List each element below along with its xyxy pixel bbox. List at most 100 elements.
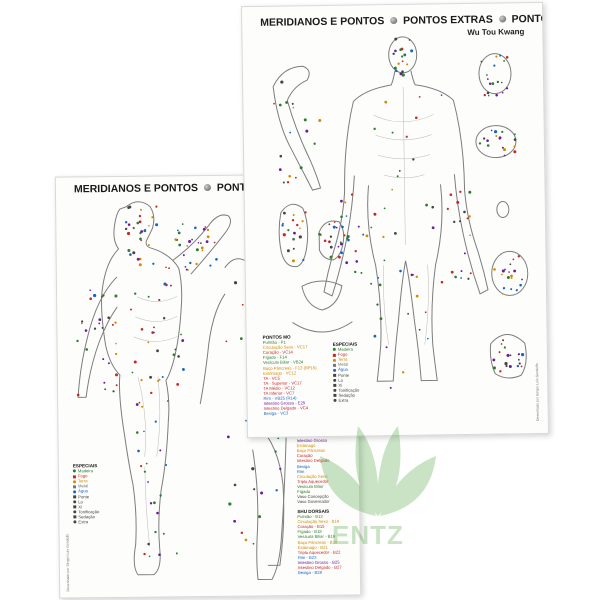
legend-symbol-icon — [333, 368, 337, 372]
acupoint-dot — [156, 511, 159, 515]
acupoint-dot — [412, 158, 415, 161]
acupoint-dot — [104, 388, 107, 391]
acupoint-dot — [172, 353, 176, 357]
acupoint-dot — [200, 242, 202, 245]
acupoint-dot — [165, 266, 167, 269]
acupoint-dot — [350, 193, 354, 196]
acupoint-dot — [159, 494, 162, 497]
acupoint-dot — [126, 231, 131, 236]
acupoint-dot — [508, 271, 510, 273]
acupoint-dot — [153, 331, 155, 334]
acupoint-dot — [383, 207, 386, 210]
acupoint-dot — [115, 384, 118, 387]
acupoint-dot — [76, 393, 80, 397]
acupoint-dot — [182, 368, 185, 371]
acupoint-dot — [410, 273, 414, 277]
acupoint-dot — [503, 154, 506, 157]
acupoint-dot — [163, 282, 167, 286]
acupoint-dot — [469, 272, 472, 275]
acupoint-dot — [469, 234, 471, 237]
acupoint-dot — [516, 364, 520, 368]
acupoint-dot — [107, 316, 110, 320]
acupoint-dot — [500, 81, 503, 84]
acupoint-dot — [401, 60, 404, 63]
acupoint-dot — [519, 283, 522, 287]
legend-symbol-icon — [333, 383, 337, 388]
acupoint-dot — [195, 248, 199, 252]
acupoint-dot — [93, 293, 97, 298]
muscle-lines — [373, 86, 434, 346]
acupoint-dot — [81, 320, 84, 323]
acupoint-dot — [410, 49, 414, 53]
legend-symbol-icon — [72, 480, 77, 484]
acupoint-dot — [440, 94, 443, 97]
acupoint-dot — [132, 226, 135, 230]
acupoint-dot — [140, 327, 144, 331]
acupoint-dot — [185, 268, 188, 271]
acupoint-dot — [129, 253, 132, 256]
acupoint-dot — [158, 378, 161, 381]
legend-item: Bexiga - VC3 — [264, 411, 318, 417]
acupoint-dot — [323, 239, 327, 243]
acupoint-dot — [138, 257, 142, 261]
acupoint-dot — [93, 327, 97, 330]
acupoint-dot — [510, 288, 513, 291]
front-poster: MERIDIANOS E PONTOS PONTOS EXTRAS PONTOS… — [240, 1, 550, 439]
acupoint-dot — [454, 275, 457, 279]
acupoint-dot — [301, 220, 304, 223]
acupoint-dot — [467, 277, 470, 280]
acupoint-dot — [406, 63, 409, 66]
acupoint-dot — [89, 289, 91, 292]
acupoint-dot — [129, 308, 132, 311]
acupoint-dot — [373, 127, 376, 131]
acupoint-dot — [165, 464, 168, 467]
acupoint-dot — [424, 311, 427, 314]
acupoint-dot — [440, 280, 444, 284]
acupoint-dot — [495, 134, 498, 137]
acupoint-dot — [197, 241, 200, 244]
acupoint-dot — [127, 206, 131, 210]
legend-label: Bexiga - VC3 — [263, 410, 289, 417]
acupoint-dot — [513, 145, 516, 148]
acupoint-dot — [395, 69, 398, 73]
acupoint-dot — [151, 331, 154, 334]
acupoint-dot — [178, 243, 182, 247]
acupoint-dot — [360, 271, 363, 274]
acupoint-dot — [138, 220, 142, 224]
acupoint-dot — [520, 365, 523, 368]
acupoint-dot — [233, 483, 237, 487]
acupoint-dot — [289, 131, 292, 134]
acupoint-dot — [253, 488, 256, 491]
acupoint-dot — [492, 358, 496, 362]
acupoint-dot — [298, 235, 302, 239]
acupoint-dot — [505, 364, 508, 368]
acupoint-dot — [84, 329, 88, 332]
acupoint-dot — [345, 215, 348, 217]
acupoint-dot — [391, 131, 394, 134]
acupoint-dot — [98, 322, 101, 325]
back-poster: MERIDIANOS E PONTOS PONTOS EXTRAS ESPECI… — [54, 173, 362, 599]
acupoint-dot — [365, 234, 369, 238]
acupoint-dot — [251, 467, 255, 471]
acupoint-dot — [299, 166, 303, 170]
acupoint-dot — [226, 435, 230, 439]
acupoint-dot — [318, 118, 322, 122]
acupoint-dot — [378, 283, 382, 287]
acupoint-dot — [147, 341, 150, 344]
acupoint-dot — [450, 270, 454, 274]
acupoint-dot — [399, 269, 402, 273]
acupoint-dot — [487, 94, 490, 97]
acupoint-dot — [483, 93, 486, 97]
acupoint-dot — [488, 82, 492, 85]
acupoint-dot — [402, 371, 405, 374]
acupoint-dot — [456, 200, 460, 204]
acupoint-dot — [501, 130, 504, 133]
acupoint-dot — [132, 251, 136, 255]
acupoint-dot — [140, 465, 143, 468]
acupoint-dot — [362, 233, 365, 236]
acupuncture-points — [76, 205, 282, 558]
acupoint-dot — [370, 226, 373, 229]
acupoint-dot — [376, 303, 379, 306]
acupoint-dot — [373, 212, 377, 216]
acupoint-dot — [168, 267, 170, 270]
